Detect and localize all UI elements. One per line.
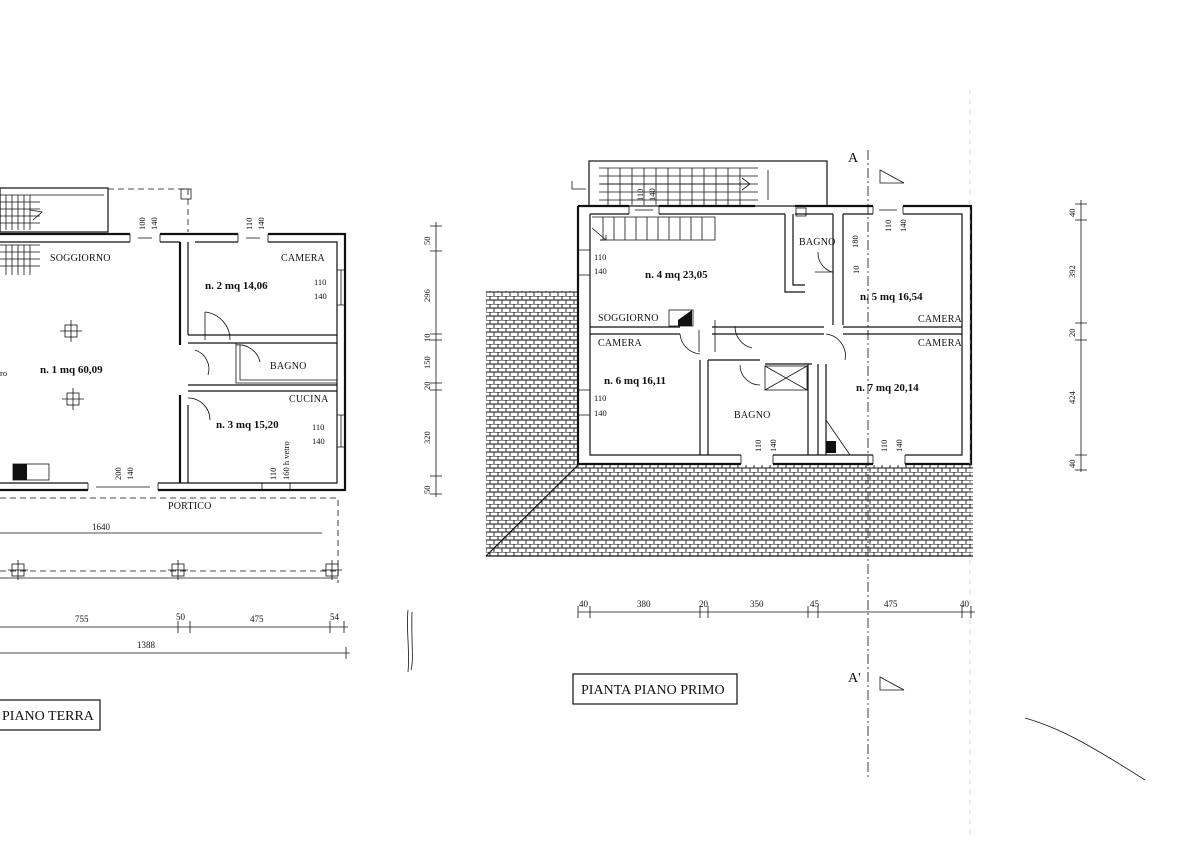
dim-win-top1-width: 100 — [137, 217, 147, 230]
dim-sog-win-width: 110 — [594, 252, 606, 262]
pencil-stroke — [1024, 717, 1146, 781]
dim-bottom-6: 475 — [884, 599, 898, 609]
first-floor-plan: A A' PIANTA PIANO PRIMO SOGGIORNO BAGNO … — [407, 90, 1146, 840]
roof-left — [486, 291, 579, 556]
dim-sog-win-height: 140 — [594, 266, 607, 276]
ventilation-shaft — [764, 365, 808, 391]
ground-floor-title: PIANO TERRA — [2, 709, 95, 724]
portico — [0, 497, 342, 583]
dim-portico-width: 1640 — [92, 522, 111, 532]
room-2-area: n. 2 mq 14,06 — [205, 280, 268, 292]
first-stair — [571, 160, 828, 207]
dim-bottom-2: 380 — [637, 599, 651, 609]
dim-left-7: 50 — [422, 486, 432, 495]
dim-door-bottom-width: 200 — [113, 467, 123, 480]
dim-r6-win-height: 140 — [594, 408, 607, 418]
dim-win-bottom-width: 110 — [268, 468, 278, 480]
ground-top-windows — [87, 234, 291, 490]
ground-outer-wall — [0, 232, 347, 492]
dim-r5-win-height: 140 — [898, 219, 908, 232]
ground-bottom-dimensions — [0, 621, 350, 659]
dim-left-6: 320 — [422, 431, 432, 444]
room-7-area: n. 7 mq 20,14 — [856, 382, 919, 394]
dim-bottom-1: 40 — [579, 599, 589, 609]
dim-win-top2-height: 140 — [256, 217, 266, 230]
dim-bottom-7: 40 — [960, 599, 970, 609]
label-camera-7: CAMERA — [918, 338, 963, 349]
dim-win-bottom-height: 160 h vetro — [281, 441, 291, 480]
dim-right-4: 424 — [1067, 391, 1077, 405]
room-6-area: n. 6 mq 16,11 — [604, 375, 666, 387]
label-bagno-top: BAGNO — [799, 237, 836, 248]
first-title-box — [572, 673, 738, 705]
room-4-area: n. 4 mq 23,05 — [645, 269, 708, 281]
dim-stair-win-width: 110 — [635, 189, 645, 201]
dim-bottom-5: 45 — [810, 599, 820, 609]
label-vetro-fragment: ro — [0, 368, 7, 378]
dim-win-camera-width: 110 — [314, 277, 326, 287]
pencil-mark — [407, 609, 413, 673]
dim-win-camera-height: 140 — [314, 291, 327, 301]
room-1-area: n. 1 mq 60,09 — [40, 364, 103, 376]
dim-left-1: 50 — [422, 237, 432, 246]
room-3-area: n. 3 mq 15,20 — [216, 419, 279, 431]
dim-bagno-win-height: 140 — [768, 439, 778, 452]
dim-win-cucina-height: 140 — [312, 436, 325, 446]
dim-segment-2: 50 — [176, 612, 186, 622]
label-camera-5: CAMERA — [918, 314, 963, 325]
section-arrow-bottom — [879, 676, 905, 691]
dim-bagno-win-width: 110 — [753, 440, 763, 452]
dim-right-3: 20 — [1067, 329, 1077, 338]
section-mark-bottom: A' — [848, 671, 861, 686]
dim-segment-3: 475 — [250, 614, 264, 624]
dim-segment-4: 54 — [330, 612, 340, 622]
label-portico: PORTICO — [168, 501, 212, 512]
dim-r7-win-height: 140 — [894, 439, 904, 452]
dim-r5-win-width: 110 — [883, 220, 893, 232]
dim-win-top1-height: 140 — [149, 217, 159, 230]
section-arrow-top — [879, 169, 905, 184]
label-bagno-mid: BAGNO — [734, 410, 771, 421]
dim-total-length: 1388 — [137, 640, 156, 650]
room-5-area: n. 5 mq 16,54 — [860, 291, 923, 303]
dim-door-bottom-height: 140 — [125, 467, 135, 480]
dim-left-2: 296 — [422, 289, 432, 302]
section-mark-top: A — [848, 151, 859, 166]
label-camera-6: CAMERA — [598, 338, 643, 349]
dim-left-3: 10 — [422, 334, 432, 343]
first-left-dimensions — [430, 222, 442, 497]
ground-light-fixtures — [60, 320, 84, 410]
label-soggiorno-first: SOGGIORNO — [598, 313, 659, 324]
dim-r6-win-width: 110 — [594, 393, 606, 403]
label-bagno: BAGNO — [270, 361, 307, 372]
dim-right-5: 40 — [1067, 460, 1077, 469]
ground-stair — [0, 187, 192, 275]
dim-right-1: 40 — [1067, 209, 1077, 218]
first-right-dimensions — [1075, 200, 1087, 472]
dim-win-top2-width: 110 — [244, 218, 254, 230]
label-cucina: CUCINA — [289, 394, 329, 405]
ground-floor-plan: SOGGIORNO CAMERA BAGNO CUCINA PORTICO ro… — [0, 187, 350, 731]
dim-left-4: 150 — [422, 356, 432, 369]
dim-left-5: 20 — [422, 382, 432, 391]
first-bottom-dimensions — [577, 606, 975, 618]
ground-title-box — [0, 699, 101, 731]
roof-bottom — [578, 465, 973, 556]
inner-stair — [591, 216, 716, 241]
dim-r7-win-width: 110 — [879, 440, 889, 452]
first-floor-title: PIANTA PIANO PRIMO — [581, 683, 725, 698]
dim-win-cucina-width: 110 — [312, 422, 324, 432]
dim-bottom-3: 20 — [699, 599, 709, 609]
dim-bottom-4: 350 — [750, 599, 764, 609]
dim-segment-1: 755 — [75, 614, 89, 624]
dim-right-2: 392 — [1067, 265, 1077, 278]
dim-bagno-window: 180 — [850, 235, 860, 248]
dim-bagno-small: 10 — [851, 266, 861, 275]
first-outer-wall — [576, 204, 973, 466]
dim-stair-win-height: 140 — [647, 188, 657, 201]
label-camera: CAMERA — [281, 253, 326, 264]
label-soggiorno: SOGGIORNO — [50, 253, 111, 264]
